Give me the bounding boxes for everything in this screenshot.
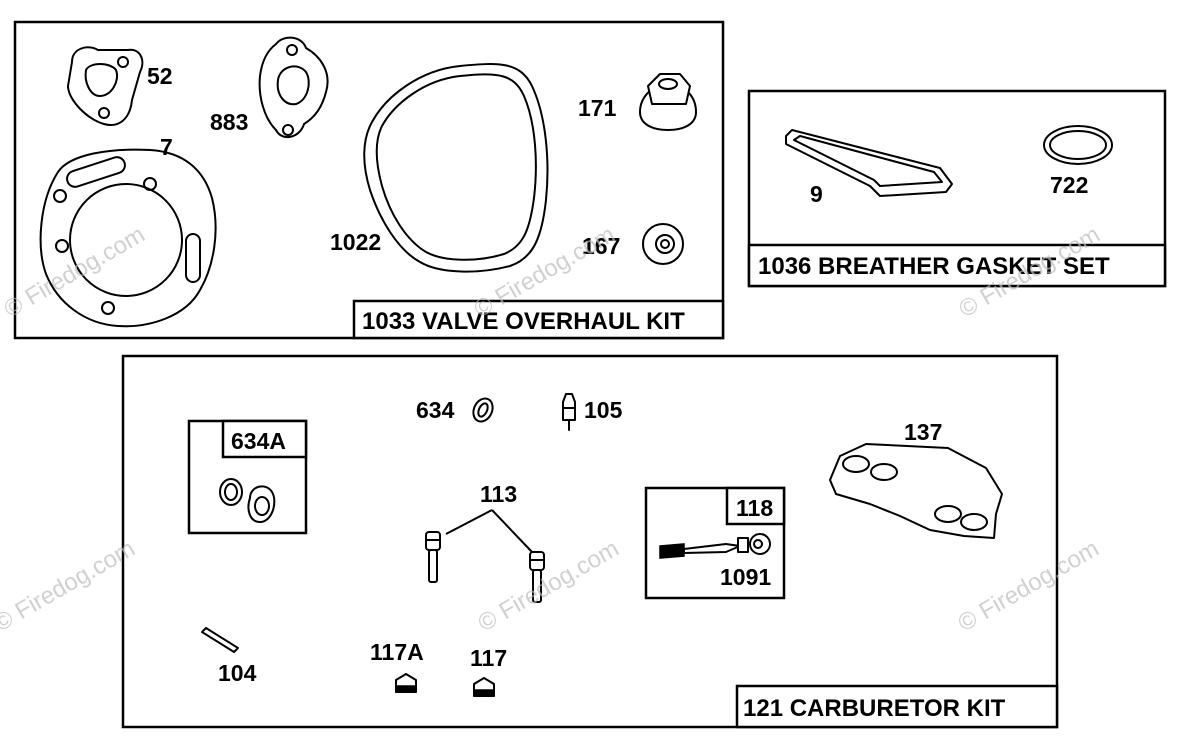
callout-52: 52: [147, 63, 173, 89]
part-117-jet[interactable]: [473, 677, 495, 697]
subkit-634A-label: 634A: [231, 428, 286, 454]
callout-167: 167: [582, 233, 620, 259]
breather-gasket-label-box: [747, 243, 1167, 288]
callout-113: 113: [480, 481, 517, 507]
callout-104: 104: [218, 660, 257, 686]
valve-overhaul-border: [13, 20, 725, 340]
subkit-118-label: 118: [736, 495, 773, 521]
part-117A-jet[interactable]: [395, 673, 417, 693]
part-722-ring[interactable]: [1043, 125, 1113, 165]
callout-722: 722: [1050, 172, 1088, 198]
callout-9: 9: [810, 181, 823, 207]
carburetor-panel: 634A 634 105 137 113: [121, 354, 1059, 729]
part-52-gasket[interactable]: [67, 46, 144, 126]
breather-gasket-panel: 9 722 1036 BREATHER GASKET SET: [747, 89, 1167, 288]
carburetor-kit-label-box: [735, 684, 1059, 729]
callout-171: 171: [578, 95, 617, 121]
part-104-pin[interactable]: [201, 627, 239, 653]
callout-1091: 1091: [720, 564, 771, 590]
carburetor-border: [121, 354, 1059, 729]
watermark-4: © Firedog.com: [0, 535, 140, 637]
subkit-118-label-box: [725, 486, 786, 526]
carburetor-kit-title: 121 CARBURETOR KIT: [743, 695, 1006, 722]
part-171-nut[interactable]: [639, 73, 697, 131]
callout-117A: 117A: [370, 639, 424, 665]
part-1022-cover-gasket[interactable]: [363, 63, 549, 273]
part-9-breather-gasket[interactable]: [785, 129, 953, 197]
subkit-634A-label-box: [221, 419, 308, 459]
part-118-needle-spring[interactable]: [659, 533, 771, 559]
callout-634: 634: [416, 397, 455, 423]
valve-overhaul-panel: 52 883 7 1022: [13, 20, 725, 340]
callout-1022: 1022: [330, 229, 381, 255]
callout-883: 883: [210, 109, 248, 135]
valve-overhaul-kit-title: 1033 VALVE OVERHAUL KIT: [362, 308, 685, 335]
part-634A-seals[interactable]: [219, 478, 276, 523]
leader-113: [445, 509, 533, 553]
part-7-head-gasket[interactable]: [39, 148, 217, 328]
part-883-gasket[interactable]: [258, 36, 329, 139]
part-137-carb-gasket[interactable]: [829, 443, 1003, 539]
callout-117: 117: [470, 645, 507, 671]
part-113-screws[interactable]: [425, 531, 545, 603]
callout-137: 137: [904, 419, 942, 445]
part-634-seal[interactable]: [470, 395, 496, 424]
breather-gasket-title: 1036 BREATHER GASKET SET: [758, 253, 1110, 280]
valve-overhaul-kit-label-box: [352, 299, 725, 340]
part-167-seal[interactable]: [642, 223, 684, 265]
callout-105: 105: [584, 397, 623, 423]
part-105-needle[interactable]: [562, 393, 576, 431]
callout-7: 7: [160, 134, 173, 160]
